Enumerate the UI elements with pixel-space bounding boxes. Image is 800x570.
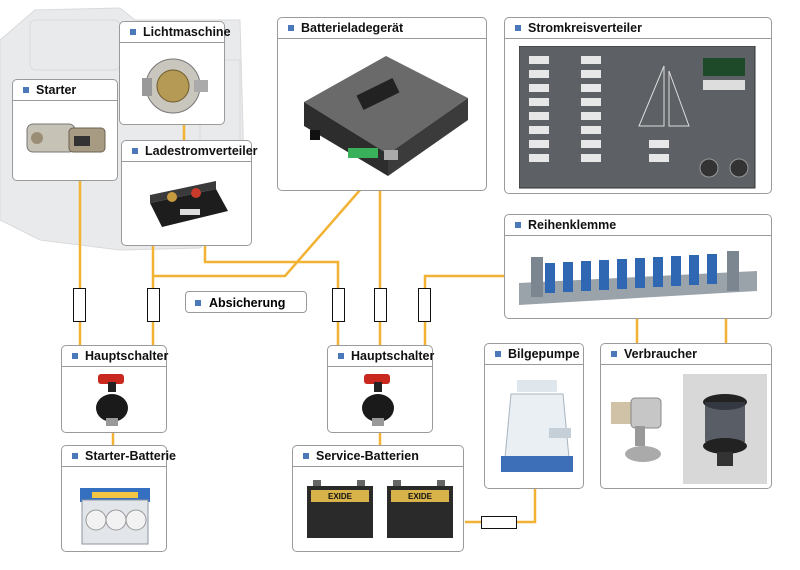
service-batteries-image: EXIDE EXIDE — [307, 480, 453, 538]
battery-brand-2: EXIDE — [408, 492, 433, 501]
starter-motor-image — [26, 123, 106, 153]
title-ladestromverteiler: Ladestromverteiler — [122, 141, 258, 162]
card-starter-batterie: Starter-Batterie — [61, 445, 176, 552]
card-hauptschalter-left: Hauptschalter — [61, 345, 168, 433]
bilge-pump-image — [501, 380, 573, 472]
battery-charger-image — [304, 56, 468, 176]
fuse-ladestromverteiler — [147, 288, 160, 322]
label-absicherung: Absicherung — [185, 291, 307, 313]
card-service-batterien: Service-Batterien EXIDE EXIDE — [292, 445, 464, 552]
title-bilgepumpe: Bilgepumpe — [485, 344, 583, 365]
card-hauptschalter-mid: Hauptschalter — [327, 345, 434, 433]
card-reihenklemme: Reihenklemme — [504, 214, 772, 319]
title-starter: Starter — [13, 80, 117, 101]
title-service-batterien: Service-Batterien — [293, 446, 463, 467]
card-batterieladegeraet: Batterieladegerät — [277, 17, 487, 191]
title-verbraucher: Verbraucher — [601, 344, 771, 365]
switch-panel-image — [519, 46, 756, 189]
absicherung-text: Absicherung — [209, 296, 286, 310]
main-switch-mid-image — [362, 374, 394, 426]
card-verbraucher: Verbraucher — [600, 343, 772, 489]
card-starter: Starter — [12, 79, 118, 181]
title-stromkreisverteiler: Stromkreisverteiler — [505, 18, 771, 39]
title-hauptschalter-left: Hauptschalter — [62, 346, 168, 367]
charge-splitter-image — [150, 181, 228, 227]
consumer-lights-image — [611, 374, 767, 484]
terminal-block-image — [519, 251, 757, 305]
title-starter-batterie: Starter-Batterie — [62, 446, 176, 467]
main-switch-left-image — [96, 374, 128, 426]
card-stromkreisverteiler: Stromkreisverteiler — [504, 17, 772, 194]
fuse-starter — [73, 288, 86, 322]
card-ladestromverteiler: Ladestromverteiler — [121, 140, 258, 246]
starter-battery-image — [80, 488, 150, 545]
alternator-image — [142, 58, 208, 114]
fuse-charger-2 — [374, 288, 387, 322]
title-batterieladegeraet: Batterieladegerät — [278, 18, 486, 39]
fuse-bilgepumpe — [481, 516, 517, 529]
fuse-reihenklemme — [418, 288, 431, 322]
battery-brand-1: EXIDE — [328, 492, 353, 501]
title-lichtmaschine: Lichtmaschine — [120, 22, 231, 43]
card-lichtmaschine: Lichtmaschine — [119, 21, 231, 125]
title-reihenklemme: Reihenklemme — [505, 215, 771, 236]
fuse-charger-1 — [332, 288, 345, 322]
card-bilgepumpe: Bilgepumpe — [484, 343, 584, 489]
title-hauptschalter-mid: Hauptschalter — [328, 346, 434, 367]
